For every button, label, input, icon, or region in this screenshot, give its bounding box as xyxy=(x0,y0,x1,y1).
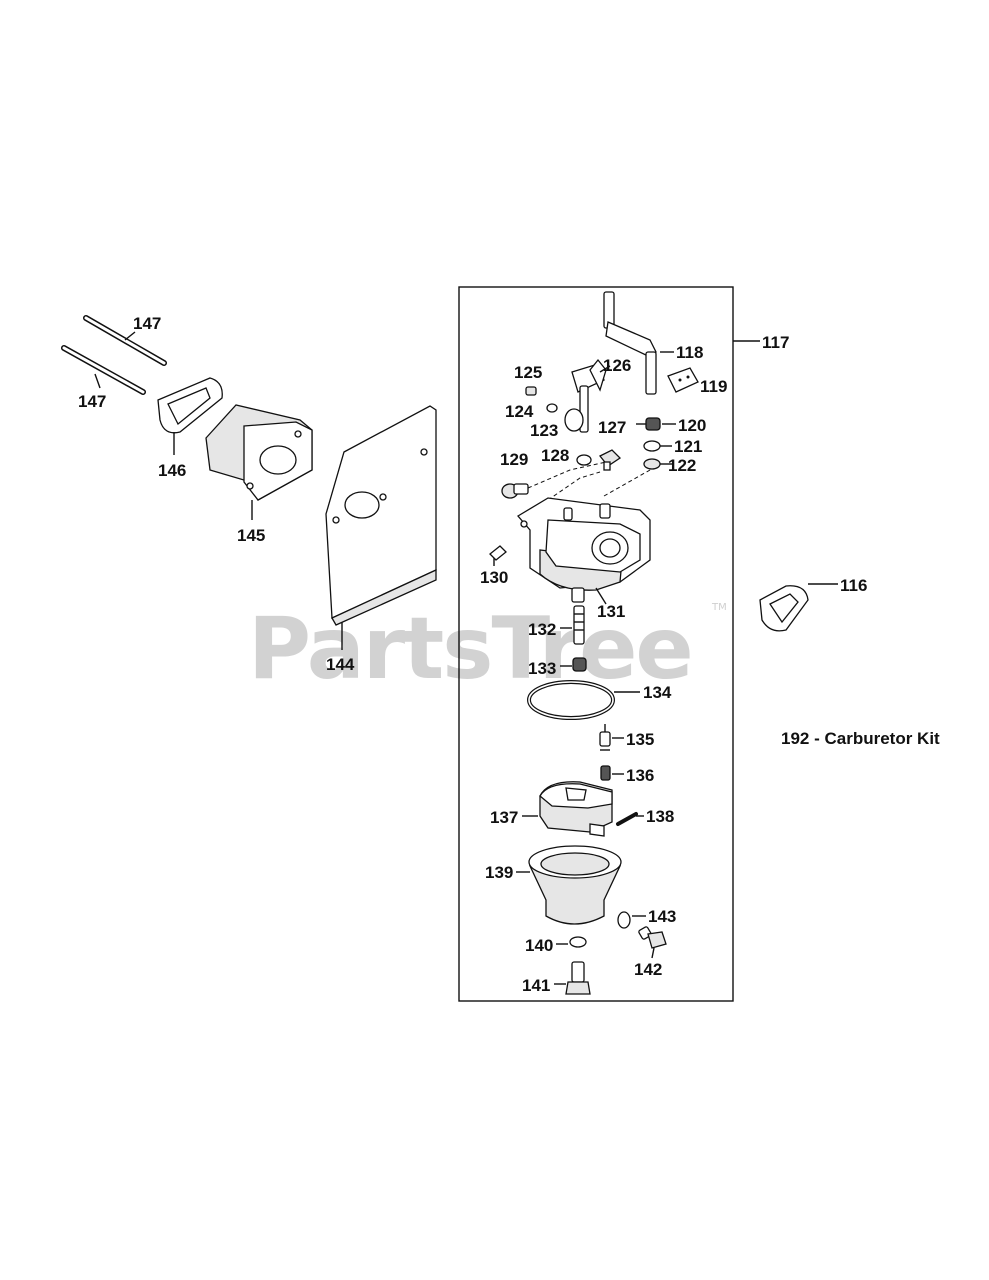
idle-screw-127[interactable] xyxy=(598,449,622,471)
label-126: 126 xyxy=(603,356,631,375)
label-145: 145 xyxy=(237,526,265,545)
alignment-line-2 xyxy=(547,471,601,501)
nut-133[interactable] xyxy=(572,657,587,672)
washer-128[interactable] xyxy=(576,454,592,466)
heat-shield-144[interactable] xyxy=(325,405,437,626)
spring-136[interactable] xyxy=(600,765,611,781)
gasket-146[interactable] xyxy=(157,377,223,434)
ring-124[interactable] xyxy=(546,403,558,413)
label-118: 118 xyxy=(676,343,703,362)
label-135: 135 xyxy=(626,730,654,749)
screw-130[interactable] xyxy=(489,545,507,561)
gasket-116[interactable] xyxy=(759,585,809,632)
label-124: 124 xyxy=(505,402,534,421)
washer-143[interactable] xyxy=(617,911,631,929)
washer-121[interactable] xyxy=(643,440,661,452)
carburetor-assembly-frame xyxy=(458,286,734,1002)
watermark-text: PartsTree xyxy=(248,599,692,699)
alignment-line-3 xyxy=(603,469,651,497)
float-137[interactable] xyxy=(539,781,613,837)
label-120: 120 xyxy=(678,416,706,435)
label-140: 140 xyxy=(525,936,553,955)
label-147-lower: 147 xyxy=(78,392,106,411)
carburetor-kit-note: 192 - Carburetor Kit xyxy=(781,729,940,748)
label-127: 127 xyxy=(598,418,626,437)
label-128: 128 xyxy=(541,446,569,465)
label-138: 138 xyxy=(646,807,674,826)
watermark-trademark: TM xyxy=(711,602,727,613)
float-bowl-139[interactable] xyxy=(528,845,622,925)
leader-147-lower xyxy=(94,373,101,389)
label-141: 141 xyxy=(522,976,550,995)
label-142: 142 xyxy=(634,960,662,979)
label-123: 123 xyxy=(530,421,558,440)
pin-138[interactable] xyxy=(616,812,638,826)
stud-147-lower[interactable] xyxy=(61,345,146,395)
label-147-upper: 147 xyxy=(133,314,161,333)
drain-screw-142[interactable] xyxy=(638,926,667,949)
leader-126 xyxy=(599,365,611,373)
label-144: 144 xyxy=(326,655,355,674)
label-116: 116 xyxy=(840,576,867,595)
label-137: 137 xyxy=(490,808,518,827)
label-119: 119 xyxy=(700,377,727,396)
alignment-line-1 xyxy=(527,461,607,489)
label-146: 146 xyxy=(158,461,186,480)
spring-120[interactable] xyxy=(636,417,661,431)
label-139: 139 xyxy=(485,863,513,882)
leader-147-upper xyxy=(124,331,136,341)
label-117: 117 xyxy=(762,333,789,352)
leader-142 xyxy=(651,947,655,959)
label-125: 125 xyxy=(514,363,542,382)
choke-lever-118[interactable] xyxy=(603,291,657,395)
label-134: 134 xyxy=(643,683,672,702)
screw-129[interactable] xyxy=(501,483,529,499)
bracket-119[interactable] xyxy=(667,367,699,393)
label-143: 143 xyxy=(648,907,676,926)
label-131: 131 xyxy=(597,602,625,621)
bowl-nut-141[interactable] xyxy=(565,961,591,995)
label-132: 132 xyxy=(528,620,556,639)
nut-122[interactable] xyxy=(643,458,661,470)
label-133: 133 xyxy=(528,659,556,678)
label-136: 136 xyxy=(626,766,654,785)
leader-131 xyxy=(595,587,607,605)
label-121: 121 xyxy=(674,437,702,456)
washer-140[interactable] xyxy=(569,936,587,948)
label-130: 130 xyxy=(480,568,508,587)
label-122: 122 xyxy=(668,456,696,475)
carburetor-body-131[interactable] xyxy=(517,497,651,603)
spacer-145[interactable] xyxy=(205,404,313,501)
label-129: 129 xyxy=(500,450,528,469)
main-jet-132[interactable] xyxy=(573,605,585,645)
throttle-shaft-126[interactable] xyxy=(571,358,607,433)
screw-125[interactable] xyxy=(525,386,537,396)
float-needle-135[interactable] xyxy=(599,724,611,751)
throttle-plate-123[interactable] xyxy=(564,408,584,432)
stud-147-upper[interactable] xyxy=(83,315,167,366)
o-ring-134[interactable] xyxy=(527,680,615,720)
